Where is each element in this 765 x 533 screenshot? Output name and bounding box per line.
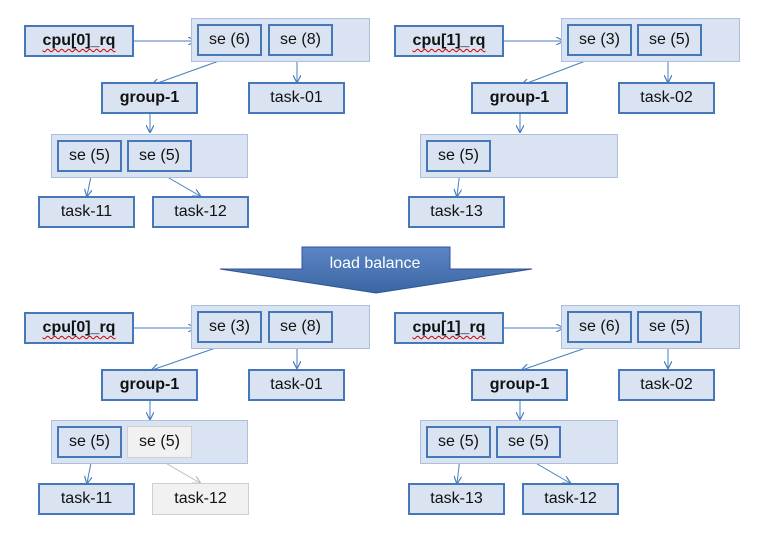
se-node: se (5): [127, 140, 192, 172]
cpu0-rq-label: cpu[0]_rq: [42, 32, 116, 49]
se-node: se (5): [57, 426, 122, 458]
group-node: group-1: [471, 369, 568, 401]
task-node: task-13: [408, 483, 505, 515]
se-node: se (5): [637, 24, 702, 56]
se-node: se (5): [426, 426, 491, 458]
cpu1-rq-node: cpu[1]_rq: [394, 312, 504, 344]
se-node: se (8): [268, 311, 333, 343]
task-node: task-02: [618, 82, 715, 114]
se-node: se (5): [637, 311, 702, 343]
task-node: task-01: [248, 369, 345, 401]
group-node: group-1: [471, 82, 568, 114]
se-node: se (5): [57, 140, 122, 172]
task-node: task-11: [38, 196, 135, 228]
task-node: task-12: [522, 483, 619, 515]
se-node: se (5): [426, 140, 491, 172]
cpu1-rq-node: cpu[1]_rq: [394, 25, 504, 57]
load-balance-label: load balance: [329, 255, 421, 272]
load-balance-arrow: [219, 246, 533, 294]
se-node-ghost: se (5): [127, 426, 192, 458]
cpu0-rq-node: cpu[0]_rq: [24, 312, 134, 344]
task-node: task-12: [152, 196, 249, 228]
cpu0-rq-node: cpu[0]_rq: [24, 25, 134, 57]
se-node: se (3): [197, 311, 262, 343]
cpu1-rq-label: cpu[1]_rq: [412, 32, 486, 49]
cpu1-rq-label: cpu[1]_rq: [412, 319, 486, 336]
se-node: se (6): [197, 24, 262, 56]
cpu0-rq-label: cpu[0]_rq: [42, 319, 116, 336]
se-node: se (3): [567, 24, 632, 56]
task-node-ghost: task-12: [152, 483, 249, 515]
group-node: group-1: [101, 369, 198, 401]
task-node: task-11: [38, 483, 135, 515]
se-node: se (6): [567, 311, 632, 343]
se-node: se (8): [268, 24, 333, 56]
task-node: task-01: [248, 82, 345, 114]
task-node: task-02: [618, 369, 715, 401]
group-node: group-1: [101, 82, 198, 114]
task-node: task-13: [408, 196, 505, 228]
se-node: se (5): [496, 426, 561, 458]
